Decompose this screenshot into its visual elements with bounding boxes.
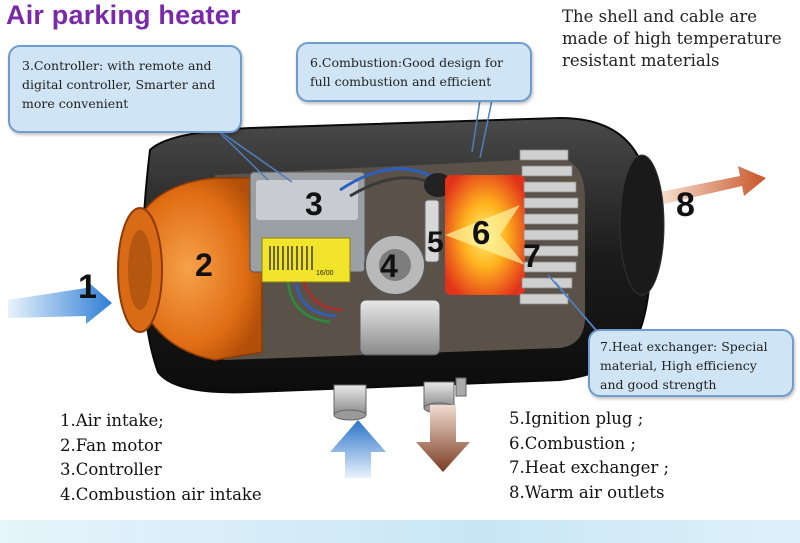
number-3: 3 bbox=[305, 186, 323, 222]
outlet-collar bbox=[619, 154, 665, 296]
legend-item: 4.Combustion air intake bbox=[60, 484, 262, 504]
warm-air-outlet-arrow bbox=[660, 166, 766, 204]
legend-item: 5.Ignition plug ; bbox=[509, 409, 644, 428]
legend-item: 6.Combustion ; bbox=[509, 433, 636, 453]
exhaust-out-arrow bbox=[416, 405, 470, 472]
combustion-air-in-arrow bbox=[330, 420, 386, 478]
ignition-plug bbox=[424, 199, 440, 263]
motor-block bbox=[359, 299, 441, 356]
number-6: 6 bbox=[472, 214, 491, 251]
legend-item: 7.Heat exchanger ; bbox=[509, 458, 670, 477]
controller-label-text: 16/00 bbox=[316, 270, 334, 277]
bottom-decoration-band bbox=[0, 520, 800, 543]
air-intake-arrow bbox=[8, 280, 112, 324]
material-note: The shell and cable are made of high tem… bbox=[562, 7, 782, 70]
barcode bbox=[269, 246, 313, 270]
callout-combustion: 6.Combustion:Good design for full combus… bbox=[296, 42, 532, 102]
number-8: 8 bbox=[676, 186, 695, 224]
heat-exchanger-fins bbox=[519, 149, 579, 305]
legend-item: 1.Air intake; bbox=[60, 411, 164, 430]
legend-right: 5.Ignition plug ; 6.Combustion ; 7.Heat … bbox=[509, 407, 669, 505]
number-7: 7 bbox=[523, 238, 541, 274]
callout-controller: 3.Controller: with remote and digital co… bbox=[8, 45, 242, 133]
number-5: 5 bbox=[427, 226, 444, 259]
page-title: Air parking heater bbox=[6, 0, 241, 30]
legend-item: 3.Controller bbox=[60, 460, 162, 479]
controller-label bbox=[261, 237, 351, 283]
number-1: 1 bbox=[78, 268, 97, 306]
legend-item: 8.Warm air outlets bbox=[509, 482, 665, 502]
number-2: 2 bbox=[195, 247, 213, 283]
callout-heat-exchanger: 7.Heat exchanger: Special material, High… bbox=[588, 329, 794, 397]
legend-item: 2.Fan motor bbox=[60, 435, 162, 455]
number-4: 4 bbox=[380, 248, 398, 284]
legend-left: 1.Air intake; 2.Fan motor 3.Controller 4… bbox=[60, 409, 262, 507]
